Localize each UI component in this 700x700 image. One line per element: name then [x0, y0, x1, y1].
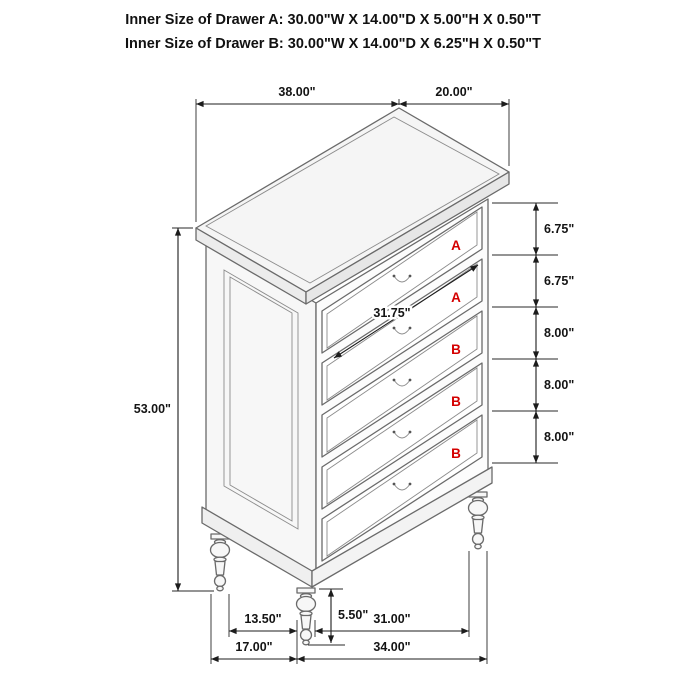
- dim-label-top-width: 38.00": [278, 85, 315, 99]
- drawer-type-label-3: B: [451, 342, 461, 357]
- drawer-handle-icon: [393, 379, 411, 387]
- chest-leg-front-right: [467, 491, 489, 550]
- dim-label-drawer-height-3: 8.00": [544, 326, 574, 340]
- chest-drawing: [195, 107, 510, 646]
- dim-label-leg-span-depth-outer: 17.00": [235, 640, 272, 654]
- dim-label-leg-span-width-outer: 34.00": [373, 640, 410, 654]
- spec-line-drawer-a: Inner Size of Drawer A: 30.00"W X 14.00"…: [125, 12, 541, 28]
- drawer-type-label-2: A: [451, 290, 461, 305]
- drawer-type-label-5: B: [451, 446, 461, 461]
- dim-label-leg-span-depth-inner: 13.50": [244, 612, 281, 626]
- spec-line-drawer-b: Inner Size of Drawer B: 30.00"W X 14.00"…: [125, 36, 541, 52]
- dim-label-drawer-height-2: 6.75": [544, 274, 574, 288]
- drawer-type-labels: A A B B B: [451, 238, 461, 461]
- dim-label-overall-height: 53.00": [134, 402, 171, 416]
- dim-label-drawer-height-5: 8.00": [544, 430, 574, 444]
- dim-label-top-depth: 20.00": [435, 85, 472, 99]
- dim-label-drawer-height-4: 8.00": [544, 378, 574, 392]
- side-panel-frame: [223, 269, 299, 530]
- dim-label-drawer-height-1: 6.75": [544, 222, 574, 236]
- drawer-handle-icon: [393, 431, 411, 439]
- drawer-handle-icon: [393, 483, 411, 491]
- dimension-lines: [174, 100, 540, 663]
- dim-label-leg-span-width-inner: 31.00": [373, 612, 410, 626]
- chest-top-inset: [205, 116, 500, 284]
- chest-leg-front-left: [295, 587, 317, 646]
- drawer-type-label-1: A: [451, 238, 461, 253]
- base-molding-front: [311, 466, 493, 588]
- drawer-front-4: [321, 362, 483, 510]
- side-panel-inset: [229, 276, 293, 522]
- drawer-type-label-4: B: [451, 394, 461, 409]
- dim-label-leg-height: 5.50": [338, 608, 368, 622]
- chest-leg-back-left: [209, 533, 231, 592]
- drawer-front-5: [321, 414, 483, 562]
- dim-label-drawer-opening-width: 31.75": [373, 306, 410, 320]
- dimension-annotations: 38.00" 20.00" 53.00" 6.75" 6.75" 8.00" 8…: [134, 85, 574, 664]
